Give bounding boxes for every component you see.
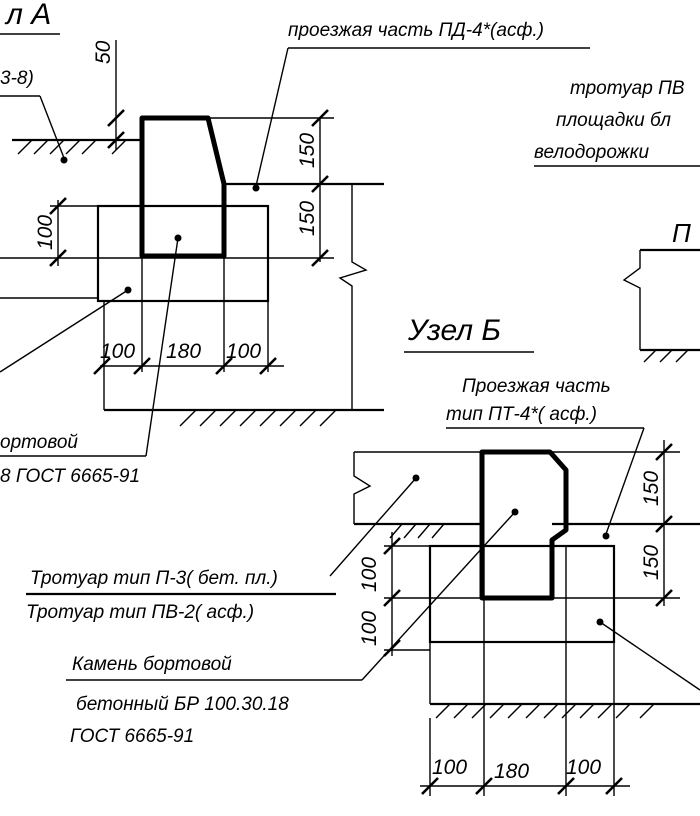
node-a-curb-stone <box>139 115 227 259</box>
node-a-left-leader <box>39 95 65 159</box>
node-b-ground-hatch-top <box>389 523 445 539</box>
node-b-title: Узел Б <box>407 314 501 347</box>
node-a-dim-100-left: 100 <box>34 215 57 250</box>
node-b-roadway-label-1: Проезжая часть <box>462 376 611 397</box>
node-a-foundation <box>96 204 270 303</box>
node-b-curb-label-2: бетонный БР 100.30.18 <box>76 694 289 715</box>
node-a-roadway-dot <box>252 184 260 192</box>
node-b-sidewalk-leader <box>329 477 417 577</box>
right-label-1: тротуар ПВ <box>570 78 685 99</box>
node-a-roadway-label: проезжая часть ПД-4*(асф.) <box>288 20 544 41</box>
node-a-title: л А <box>4 0 51 31</box>
right-section-break <box>622 250 641 350</box>
node-a-foundation-leader <box>0 289 129 373</box>
node-a-curb-leader <box>145 237 179 457</box>
node-b-curb-stone <box>479 449 569 601</box>
node-a-ground-hatch-left <box>17 139 127 155</box>
node-b-dim-100-h-left: 100 <box>432 756 467 779</box>
node-b-sidewalk-label-1: Тротуар тип П-3( бет. пл.) <box>30 568 278 589</box>
node-a-foundation-dot <box>124 286 132 294</box>
right-label-3: велодорожки <box>534 142 650 163</box>
right-fragment-letter: П <box>672 218 691 248</box>
node-a-dim-150-top: 150 <box>296 133 319 168</box>
right-fragment-detail: тротуар ПВ площадки бл велодорожки П <box>534 78 700 363</box>
node-a-curb-label-1: ортовой <box>0 432 78 453</box>
node-b-foundation <box>428 544 616 644</box>
node-a-dim-150-bottom: 150 <box>296 201 319 236</box>
node-b-curb-leader <box>361 511 516 681</box>
node-a-dim-180: 180 <box>166 340 201 363</box>
node-a-curb-label-2: 8 ГОСТ 6665-91 <box>0 466 140 487</box>
node-a-left-fragment: 3-8) <box>0 68 34 89</box>
node-a-ground-hatch-bottom <box>179 409 337 427</box>
node-a-roadway-leader <box>255 47 289 187</box>
right-label-2: площадки бл <box>556 110 671 131</box>
node-b-foundation-leader <box>599 621 700 691</box>
node-a-left-dot <box>60 156 68 164</box>
node-b-dim-100-h-right: 100 <box>566 756 601 779</box>
node-b-roadway-leader <box>605 427 645 535</box>
node-b-dim-180: 180 <box>494 760 529 783</box>
node-b-dim-100-top: 100 <box>358 557 381 592</box>
node-a-dim-50: 50 <box>92 40 115 64</box>
node-b-detail: Узел Б Проезжая часть тип ПТ-4*( асф.) <box>26 314 700 796</box>
node-b-dim-100-bottom: 100 <box>358 611 381 646</box>
node-a-dim-100-h-right: 100 <box>226 340 261 363</box>
node-a-detail: л А проезжая часть ПД-4*(асф.) 3-8) <box>0 0 590 487</box>
node-b-roadway-label-2: тип ПТ-4*( асф.) <box>446 404 597 425</box>
node-b-dim-150-bottom: 150 <box>640 545 663 580</box>
node-a-dim-100-h-left: 100 <box>100 340 135 363</box>
node-b-sidewalk-label-2: Тротуар тип ПВ-2( асф.) <box>26 602 254 623</box>
node-b-curb-label-3: ГОСТ 6665-91 <box>70 726 194 747</box>
node-b-roadway-dot <box>602 532 610 540</box>
node-b-dim-150-top: 150 <box>640 471 663 506</box>
node-b-ground-hatch-bottom <box>435 703 655 719</box>
node-a-section-break <box>338 184 368 410</box>
node-b-section-break <box>353 452 372 524</box>
node-b-curb-label-1: Камень бортовой <box>72 654 232 675</box>
